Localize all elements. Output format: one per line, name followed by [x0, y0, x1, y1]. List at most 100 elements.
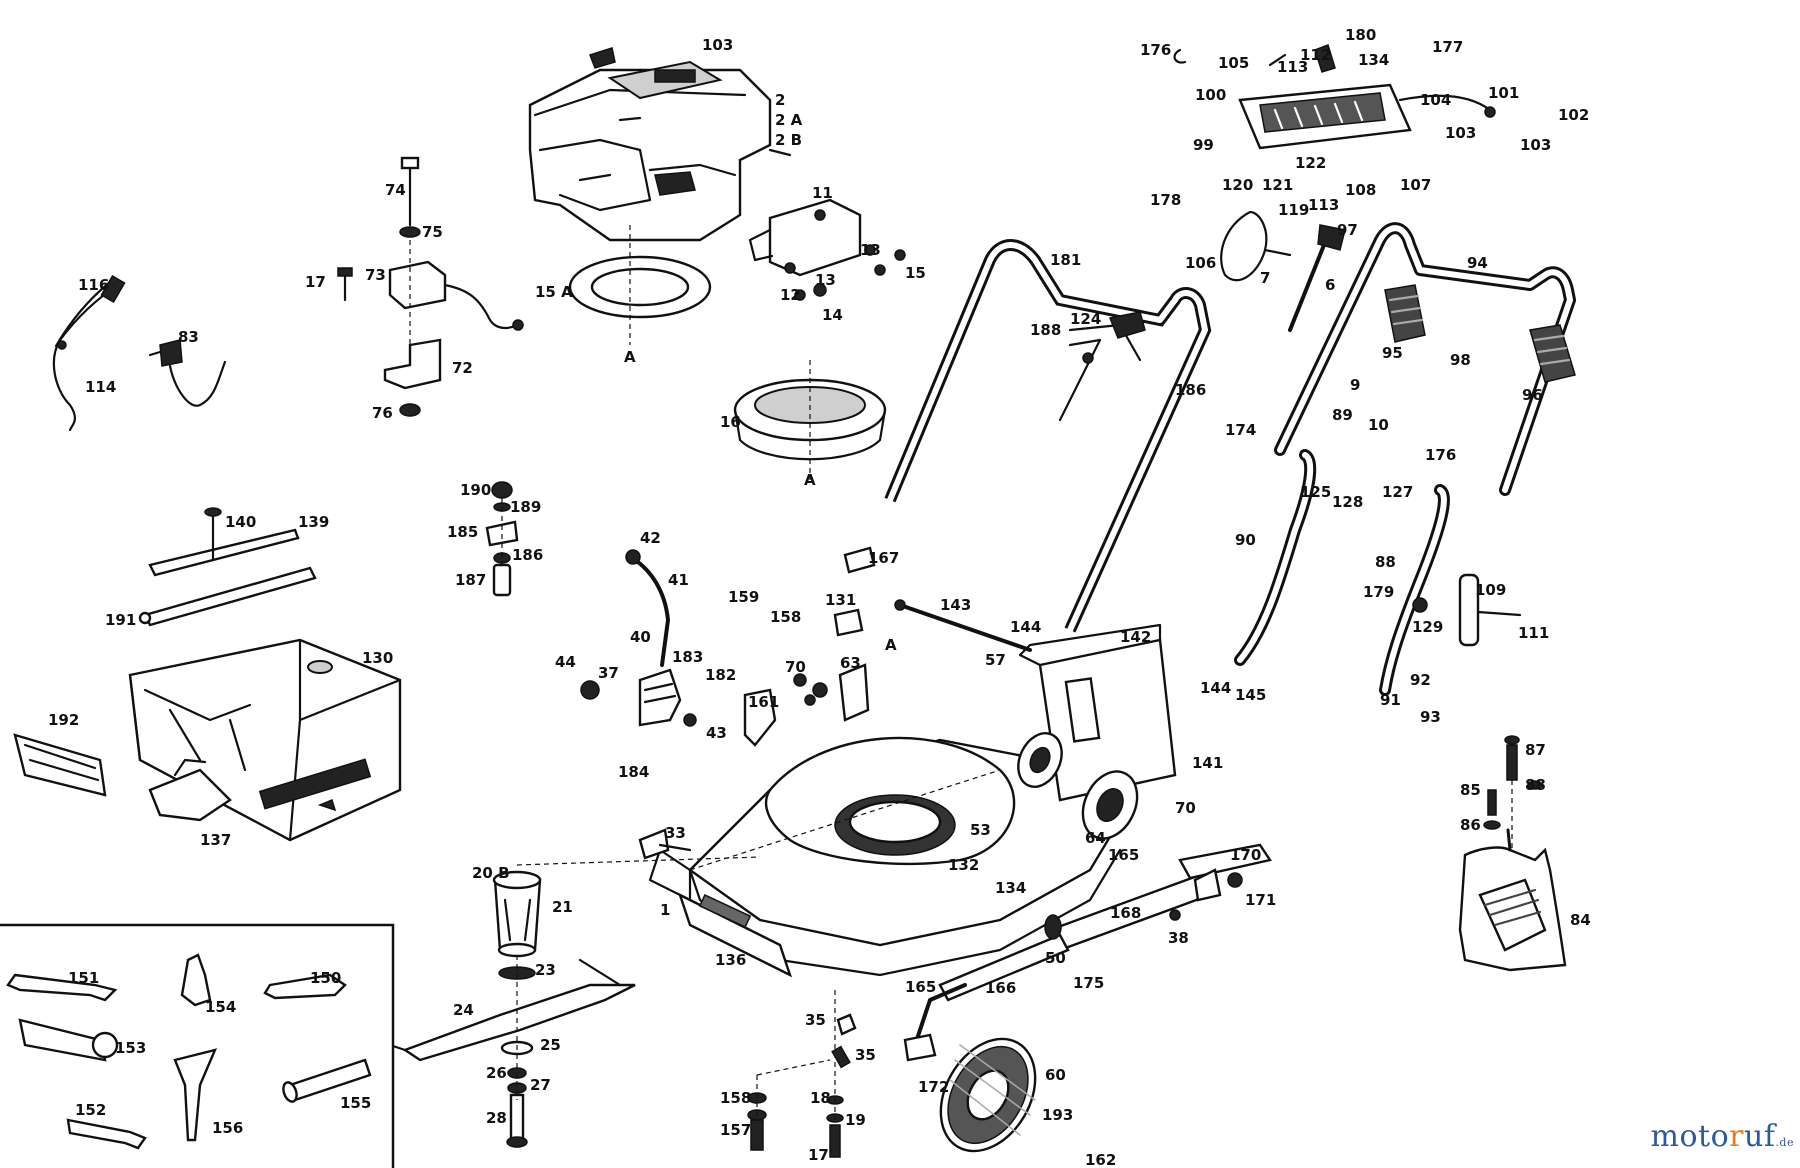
label-26: 26: [486, 1064, 507, 1082]
label-134: 134: [995, 879, 1026, 897]
label-176b: 176: [1425, 446, 1456, 464]
label-111: 111: [1518, 624, 1549, 642]
label-107: 107: [1400, 176, 1431, 194]
label-37: 37: [598, 664, 619, 682]
label-175: 175: [1073, 974, 1104, 992]
lever-97: [1288, 224, 1346, 332]
label-91: 91: [1380, 691, 1401, 709]
axle-54-70: [793, 673, 828, 706]
label-76: 76: [372, 404, 393, 422]
label-100: 100: [1195, 86, 1226, 104]
rail-191: [138, 566, 317, 627]
label-188: 188: [1030, 321, 1061, 339]
label-2a: 2 A: [775, 111, 803, 129]
label-122: 122: [1295, 154, 1326, 172]
label-119: 119: [1278, 201, 1309, 219]
label-170: 170: [1230, 846, 1261, 864]
label-112: 112: [1300, 46, 1331, 64]
label-8: 89: [1332, 406, 1353, 424]
label-184: 184: [618, 763, 649, 781]
parts-33-20b: [638, 828, 692, 860]
label-159: 159: [728, 588, 759, 606]
label-40: 40: [630, 628, 651, 646]
label-99: 99: [1193, 136, 1214, 154]
cable-118-114: [52, 274, 126, 432]
label-ref-a-2: A: [804, 471, 816, 489]
label-70b: 70: [1175, 799, 1196, 817]
label-157: 157: [720, 1121, 751, 1139]
brand-part-2: r: [1729, 1119, 1744, 1154]
label-42: 42: [640, 529, 661, 547]
label-96: 96: [1522, 386, 1543, 404]
label-140: 140: [225, 513, 256, 531]
label-177: 177: [1432, 38, 1463, 56]
label-35b: 35: [855, 1046, 876, 1064]
label-24: 24: [453, 1001, 474, 1019]
label-166: 166: [985, 979, 1016, 997]
label-181: 181: [1050, 251, 1081, 269]
label-127: 127: [1382, 483, 1413, 501]
handle-94: [1274, 222, 1576, 496]
lower-handle-90: [1234, 449, 1317, 666]
label-88b: 88: [1525, 776, 1546, 794]
label-92: 92: [1410, 671, 1431, 689]
label-50: 50: [1045, 949, 1066, 967]
label-144: 144: [1010, 618, 1041, 636]
label-90: 90: [1235, 531, 1256, 549]
handle-grip-96: [1529, 324, 1576, 383]
label-152: 152: [75, 1101, 106, 1119]
label-104: 104: [1420, 91, 1451, 109]
adjust-lever-41-42: [625, 549, 670, 667]
part-number-labels: 103 2 2 A 2 B 11 13 15 12 13 14 15 A A 1…: [48, 26, 1591, 1168]
label-95: 95: [1382, 344, 1403, 362]
label-41: 41: [668, 571, 689, 589]
label-131: [833, 608, 864, 637]
label-168: 168: [1110, 904, 1141, 922]
bracket-161: [743, 688, 777, 747]
label-60: 60: [1045, 1066, 1066, 1084]
label-18: 18: [810, 1089, 831, 1107]
label-73: 73: [365, 266, 386, 284]
label-ref-a-3: A: [885, 636, 897, 654]
label-172: 172: [918, 1078, 949, 1096]
rear-flap-141: [1018, 623, 1177, 802]
label-64: 64: [1085, 829, 1106, 847]
label-131: 131: [825, 591, 856, 609]
label-28: 28: [486, 1109, 507, 1127]
label-108: 108: [1345, 181, 1376, 199]
label-10: 10: [1368, 416, 1389, 434]
label-102: 102: [1558, 106, 1589, 124]
lower-handle-88: [1379, 484, 1450, 696]
label-186b: 186: [1175, 381, 1206, 399]
label-13: 13: [860, 241, 881, 259]
label-38: 38: [1168, 929, 1189, 947]
label-2: 2: [775, 91, 785, 109]
label-144b: 144: [1200, 679, 1231, 697]
label-109: 109: [1475, 581, 1506, 599]
brand-part-3: uf: [1744, 1119, 1776, 1154]
label-142: 142: [1120, 628, 1151, 646]
front-side-136: [677, 892, 793, 978]
label-165: 165: [1108, 846, 1139, 864]
label-178: 178: [1150, 191, 1181, 209]
pin-140: [204, 507, 222, 562]
label-75: 75: [422, 223, 443, 241]
blade-washers-stack: [498, 856, 761, 1148]
label-187: 187: [455, 571, 486, 589]
bolt-74: [400, 156, 420, 227]
label-167: [843, 546, 876, 574]
label-139: 139: [298, 513, 329, 531]
label-103b: 103: [1445, 124, 1476, 142]
mower-deck: [648, 736, 1122, 977]
label-190: 190: [460, 481, 491, 499]
flap-rod-143: [894, 599, 1032, 652]
label-98: 98: [1450, 351, 1471, 369]
cable-83: [148, 339, 227, 407]
label-44: 44: [555, 653, 576, 671]
label-88: 88: [1375, 553, 1396, 571]
label-124: 124: [1070, 310, 1101, 328]
label-165b: 165: [905, 978, 936, 996]
label-141: 141: [1192, 754, 1223, 772]
bracket-63: [838, 663, 870, 722]
label-97: 97: [1337, 221, 1358, 239]
